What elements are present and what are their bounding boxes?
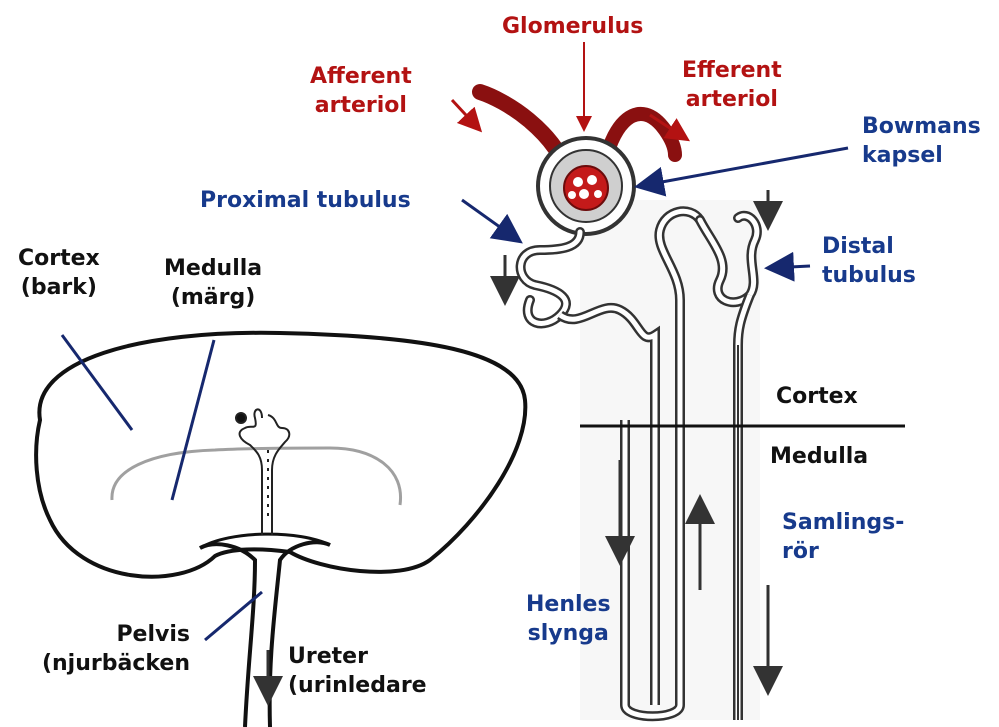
proximal-pointer <box>462 200 518 240</box>
efferent-line1: Efferent <box>682 56 782 85</box>
efferent-arteriole-label: Efferent arteriol <box>682 56 782 114</box>
glomerulus-label: Glomerulus <box>502 12 643 41</box>
afferent-line1: Afferent <box>310 62 412 91</box>
distal-line1: Distal <box>822 232 916 261</box>
glomerulus-text: Glomerulus <box>502 12 643 41</box>
henles-line1: Henles <box>526 590 611 619</box>
pelvis-line1: Pelvis <box>6 620 190 649</box>
afferent-arteriole-label: Afferent arteriol <box>310 62 412 120</box>
distal-pointer <box>770 266 810 268</box>
henles-line2: slynga <box>526 619 611 648</box>
samlings-line2: rör <box>782 537 904 566</box>
medulla-left-line2: (märg) <box>164 283 262 312</box>
medulla-left-label: Medulla (märg) <box>164 254 262 312</box>
afferent-line2: arteriol <box>310 91 412 120</box>
bowmans-line1: Bowmans <box>862 112 981 141</box>
mini-nephron <box>236 409 289 535</box>
kidney-medulla-boundary <box>112 448 401 505</box>
ureter-line2: (urinledare <box>288 671 427 700</box>
cortex-right-text: Cortex <box>776 382 858 411</box>
distal-line2: tubulus <box>822 261 916 290</box>
ureter-label: Ureter (urinledare <box>288 642 427 700</box>
bowmans-capsule-label: Bowmans kapsel <box>862 112 981 170</box>
nephron <box>452 42 905 720</box>
medulla-right-label: Medulla <box>770 442 868 471</box>
efferent-line2: arteriol <box>682 85 782 114</box>
glomerulus-tuft <box>564 166 608 210</box>
afferent-flow-arrow <box>452 100 478 128</box>
cortex-right-label: Cortex <box>776 382 858 411</box>
kidney-outline <box>36 333 525 577</box>
bowmans-line2: kapsel <box>862 141 981 170</box>
proximal-tubulus-label: Proximal tubulus <box>200 186 411 215</box>
samlings-line1: Samlings- <box>782 508 904 537</box>
pelvis-line2: (njurbäcken <box>6 649 190 678</box>
pelvis-label: Pelvis (njurbäcken <box>6 620 190 678</box>
henles-slynga-label: Henles slynga <box>526 590 611 648</box>
samlingsror-label: Samlings- rör <box>782 508 904 566</box>
medulla-left-line1: Medulla <box>164 254 262 283</box>
medulla-pointer <box>172 340 214 500</box>
cortex-left-line1: Cortex <box>18 244 100 273</box>
proximal-text: Proximal tubulus <box>200 186 411 215</box>
medulla-right-text: Medulla <box>770 442 868 471</box>
ureter-line1: Ureter <box>288 642 427 671</box>
cortex-left-line2: (bark) <box>18 273 100 302</box>
distal-tubulus-label: Distal tubulus <box>822 232 916 290</box>
cortex-left-label: Cortex (bark) <box>18 244 100 302</box>
